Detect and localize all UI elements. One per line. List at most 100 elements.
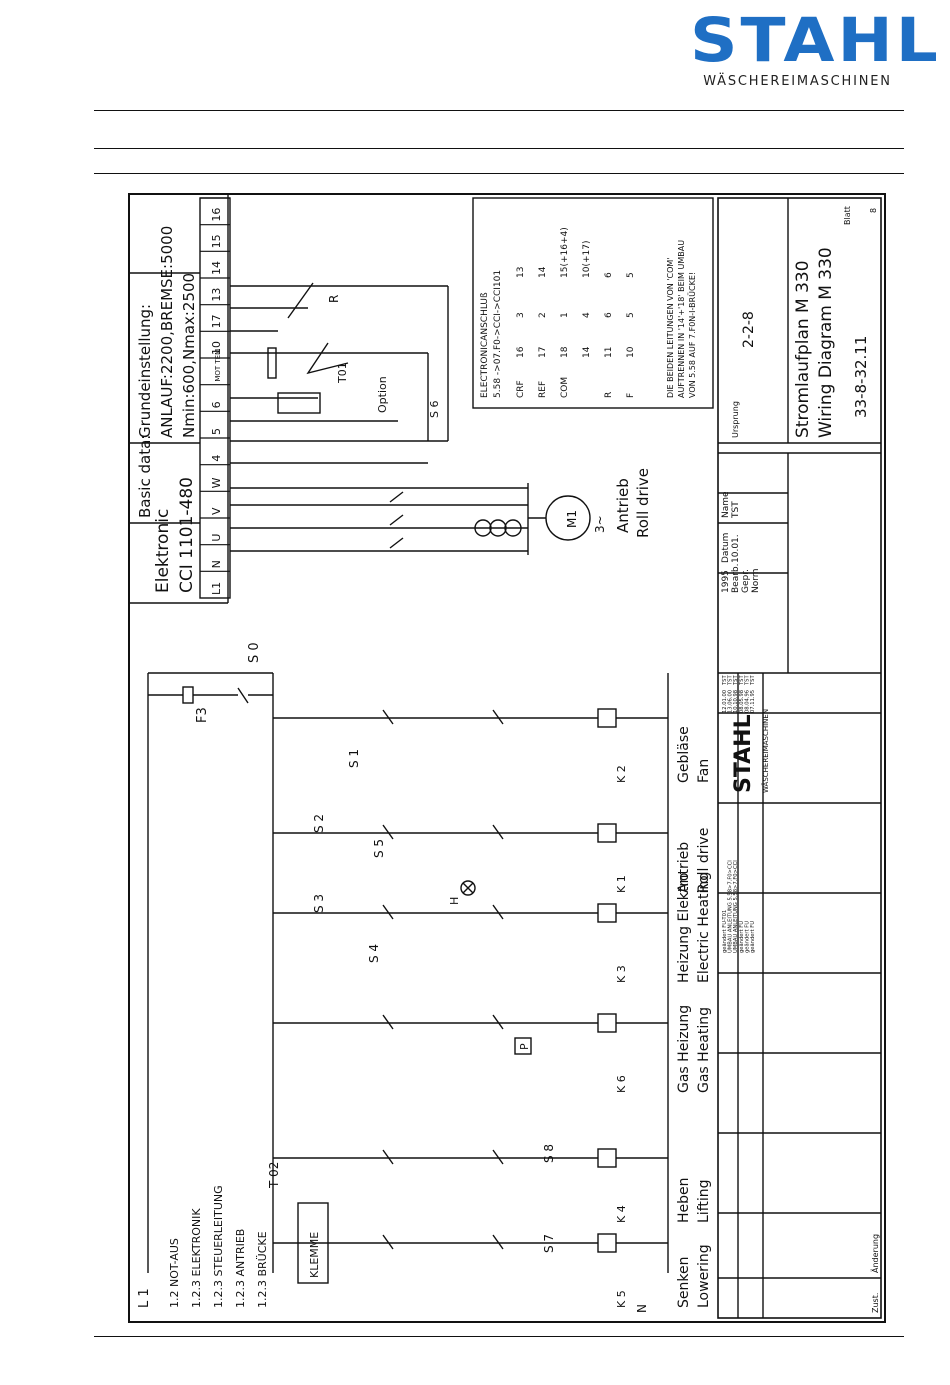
coil-label-k4: K 4: [615, 1205, 628, 1223]
fuse-f3: [182, 686, 194, 704]
coil-5: [597, 823, 617, 843]
terminal-10: 10: [210, 341, 223, 355]
contact: [382, 824, 394, 840]
terminal-17: 17: [210, 314, 223, 328]
motor-wiring: [230, 483, 591, 555]
connection-cell: 18: [560, 346, 570, 358]
contact: [492, 709, 504, 725]
klemme-box: [297, 1202, 329, 1284]
sheet-frame: [128, 193, 886, 1323]
contact: [382, 1014, 394, 1030]
revision-name-6: TST: [750, 675, 756, 686]
logo-tagline: WÄSCHEREIMASCHINEN: [703, 74, 892, 89]
connection-cell: 6: [604, 272, 614, 278]
legend-item-3: 1.2.3 STEUERLEITUNG: [212, 1185, 225, 1308]
gepr-label: Gepr.: [741, 569, 751, 593]
grundeinstellung-label: Grundeinstellung:: [136, 304, 154, 438]
switch-s2: S 2: [312, 814, 326, 833]
header-rule-2: [94, 148, 904, 149]
zust-label: Zust.: [871, 1293, 880, 1313]
revision-desc-3: UMBAU ANLEITUNG 5.58>7.F0>CCI: [733, 860, 739, 953]
switch-s5: S 5: [372, 839, 386, 858]
wiring-diagram-sheet: Elektronic CCI 1101-480 Basic data: Grun…: [128, 193, 886, 1323]
blatt-number: 8: [869, 208, 878, 213]
header-rule-3: [94, 173, 904, 174]
load-de-2: Heben: [676, 1177, 692, 1223]
load-de-6: Gebläse: [676, 726, 692, 783]
wiring-diagram: Elektronic CCI 1101-480 Basic data: Grun…: [128, 193, 886, 1323]
drawing-number: 33-8-32.11: [852, 336, 870, 418]
norm-label: Norm: [751, 568, 761, 593]
contact: [382, 709, 394, 725]
title-block: [717, 197, 882, 1319]
bearb-name: TST: [731, 501, 741, 519]
connection-cell: 5: [626, 312, 636, 318]
coil-3: [597, 1013, 617, 1033]
contact: [382, 1234, 394, 1250]
drawn-year: 1995: [721, 570, 731, 593]
connection-cell: COM: [560, 377, 570, 398]
lamp-h: [460, 880, 476, 896]
revision-desc-5: geändert FU: [744, 921, 750, 953]
title-logo: STAHL: [731, 714, 756, 793]
terminal-n: N: [210, 560, 223, 568]
bearb-label: Bearb.: [731, 563, 741, 593]
switch-s3: S 3: [312, 894, 326, 913]
connection-title: ELECTRONICANSCHLUß: [480, 292, 490, 398]
terminal-16: 16: [210, 208, 223, 222]
pressure-switch: [514, 1037, 532, 1055]
switch-s1: S 1: [347, 749, 361, 768]
revision-date-6: 07.11.95: [750, 690, 756, 713]
switch-s8: S 8: [542, 1144, 556, 1163]
terminal-l1: L1: [210, 582, 223, 595]
fuse-label: F3: [195, 707, 210, 723]
datum-label: Datum: [721, 533, 731, 563]
switch-labels: S 1S 2S 3S 4S 5S 7S 8: [312, 749, 556, 1253]
terminal-w: W: [210, 477, 223, 488]
timer-label: T 02: [267, 1162, 281, 1189]
thermostat-label: T01: [336, 362, 349, 384]
title-company: WÄSCHEREIMASCHINEN: [761, 709, 770, 793]
connection-cell: R: [604, 392, 614, 398]
motor-label: M1: [565, 510, 579, 528]
revision-date-5: 08.04.96: [744, 690, 750, 713]
load-de-4: Heizung Elektro: [676, 873, 692, 983]
legend-item-4: 1.2.3 ANTRIEB: [234, 1229, 247, 1308]
setting-nmin: Nmin:600,Nmax:2500: [180, 273, 198, 438]
connection-note-1: DIE BEIDEN LEITUNGEN VON 'COM': [666, 258, 675, 398]
switch-s7: S 7: [542, 1234, 556, 1253]
revision-date-3: 10.10.98: [733, 690, 739, 713]
revision-name-4: TST: [739, 675, 745, 686]
connection-cell: 10: [626, 346, 636, 358]
connection-cell: 14: [538, 266, 548, 278]
connection-cell: REF: [538, 381, 548, 398]
coil-label-k5: K 5: [615, 1290, 628, 1308]
connection-cell: F: [626, 393, 636, 398]
coil-1: [597, 1233, 617, 1253]
pot-label: R: [327, 295, 341, 303]
revision-date-1: 12.01.00: [722, 690, 728, 713]
aenderung-label: Änderung: [870, 1234, 880, 1273]
s0-label: S 0: [247, 642, 262, 663]
blatt-label: Blatt: [843, 206, 852, 225]
contact: [492, 1149, 504, 1165]
coil-label-k1: K 1: [615, 875, 628, 893]
load-en-5: Roll drive: [696, 828, 712, 893]
ursprung-label: Ursprung: [731, 401, 740, 438]
connection-cell: CRF: [516, 380, 526, 398]
ladder-rungs: [273, 708, 668, 1253]
contact: [382, 904, 394, 920]
revision-name-3: TST: [733, 675, 739, 686]
load-de-3: Gas Heizung: [676, 1005, 692, 1093]
load-en-2: Lifting: [696, 1179, 712, 1223]
load-en-3: Gas Heating: [696, 1007, 712, 1093]
terminal-14: 14: [210, 261, 223, 275]
coil-2: [597, 1148, 617, 1168]
footer-rule: [94, 1336, 904, 1337]
name-label: Name: [721, 491, 731, 518]
electronic-title: Elektronic: [153, 509, 173, 593]
control-wiring: [230, 282, 449, 464]
revision-date-2: 13.06.00: [728, 690, 734, 713]
revision-desc-4: geändert FU: [739, 921, 745, 953]
